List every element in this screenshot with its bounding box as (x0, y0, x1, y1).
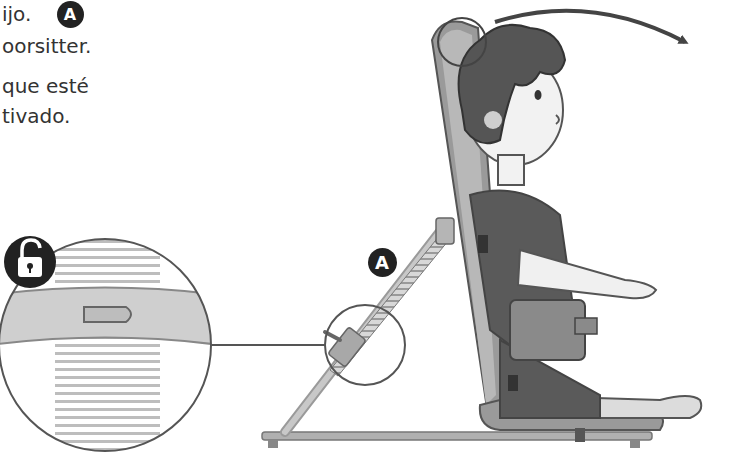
instruction-text: que esté (2, 74, 89, 98)
instruction-text: oorsitter. (2, 34, 91, 58)
callout-number: A (57, 1, 84, 28)
instruction-text: ijo. (2, 2, 31, 26)
instruction-text: tivado. (2, 104, 70, 128)
callout-letter: A (375, 252, 389, 273)
callout-letter: A (64, 5, 76, 24)
callout-number: A (368, 248, 397, 277)
